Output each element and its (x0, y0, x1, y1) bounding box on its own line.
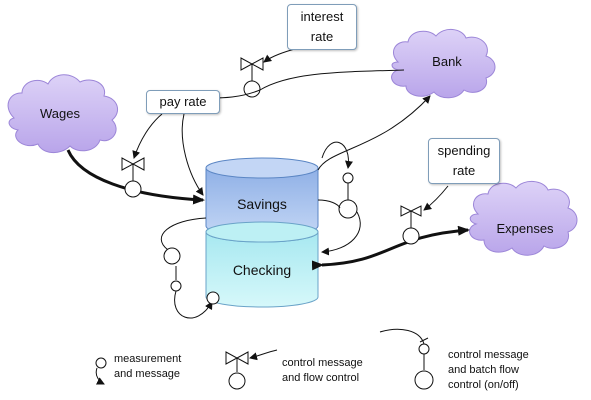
expenses-valve-icon (400, 205, 422, 245)
legend-batch-control-icon (379, 328, 434, 390)
bank-cloud (391, 29, 496, 99)
expenses-cloud (469, 181, 578, 256)
wages-cloud (7, 74, 119, 153)
interest-rate-link (263, 47, 299, 63)
left-measure-icon (163, 247, 181, 265)
legend-batch-line1: control message (448, 349, 529, 361)
savings-loop (321, 141, 353, 169)
savings-tank (205, 157, 319, 243)
spending-rate-link (423, 185, 449, 211)
interest-valve-icon (240, 57, 264, 98)
pay-rate-box: pay rate (146, 90, 220, 114)
legend-measurement-label: measurement and message (114, 352, 181, 382)
savings-right-flow (317, 199, 341, 209)
left-batch-control-icon (170, 266, 182, 292)
spending-rate-box: spending rate (428, 138, 500, 184)
legend-flow-control-icon (225, 349, 278, 390)
savings-down-flow (321, 211, 361, 256)
legend-batch-control-label: control message and batch flow control (… (448, 348, 529, 393)
bank-label: Bank (432, 54, 462, 69)
left-upper-loop (160, 217, 207, 251)
legend-flow-control-line1: control message (282, 357, 363, 369)
interest-rate-line2: rate (310, 29, 334, 44)
legend-measurement-icon (95, 357, 107, 385)
spending-rate-line1: spending (437, 143, 491, 158)
legend-batch-line3: control (on/off) (448, 379, 519, 391)
legend-batch-line2: and batch flow (448, 364, 519, 376)
wages-label: Wages (40, 106, 80, 121)
savings-label: Savings (237, 196, 287, 212)
wages-flow-arrow (66, 149, 205, 205)
checking-measure-icon (206, 291, 220, 305)
interest-rate-line1: interest (300, 9, 344, 24)
pay-rate-savings-link (181, 113, 204, 196)
legend-measurement-line1: measurement (114, 353, 182, 365)
spending-rate-line2: rate (452, 163, 476, 178)
savings-batch-control-icon (338, 172, 358, 219)
wages-valve-icon (121, 157, 145, 198)
legend-flow-control-label: control message and flow control (282, 356, 363, 386)
checking-label: Checking (232, 262, 292, 278)
expenses-flow-line (311, 225, 470, 271)
expenses-label: Expenses (496, 221, 554, 236)
bank-to-interest-link (209, 69, 405, 99)
savings-to-bank-arrow (317, 95, 431, 171)
legend-measurement-line2: and message (114, 368, 181, 380)
interest-rate-box: interest rate (287, 4, 357, 50)
left-lower-loop (174, 290, 213, 319)
legend-flow-control-line2: and flow control (282, 372, 360, 384)
pay-rate-link (132, 113, 163, 159)
